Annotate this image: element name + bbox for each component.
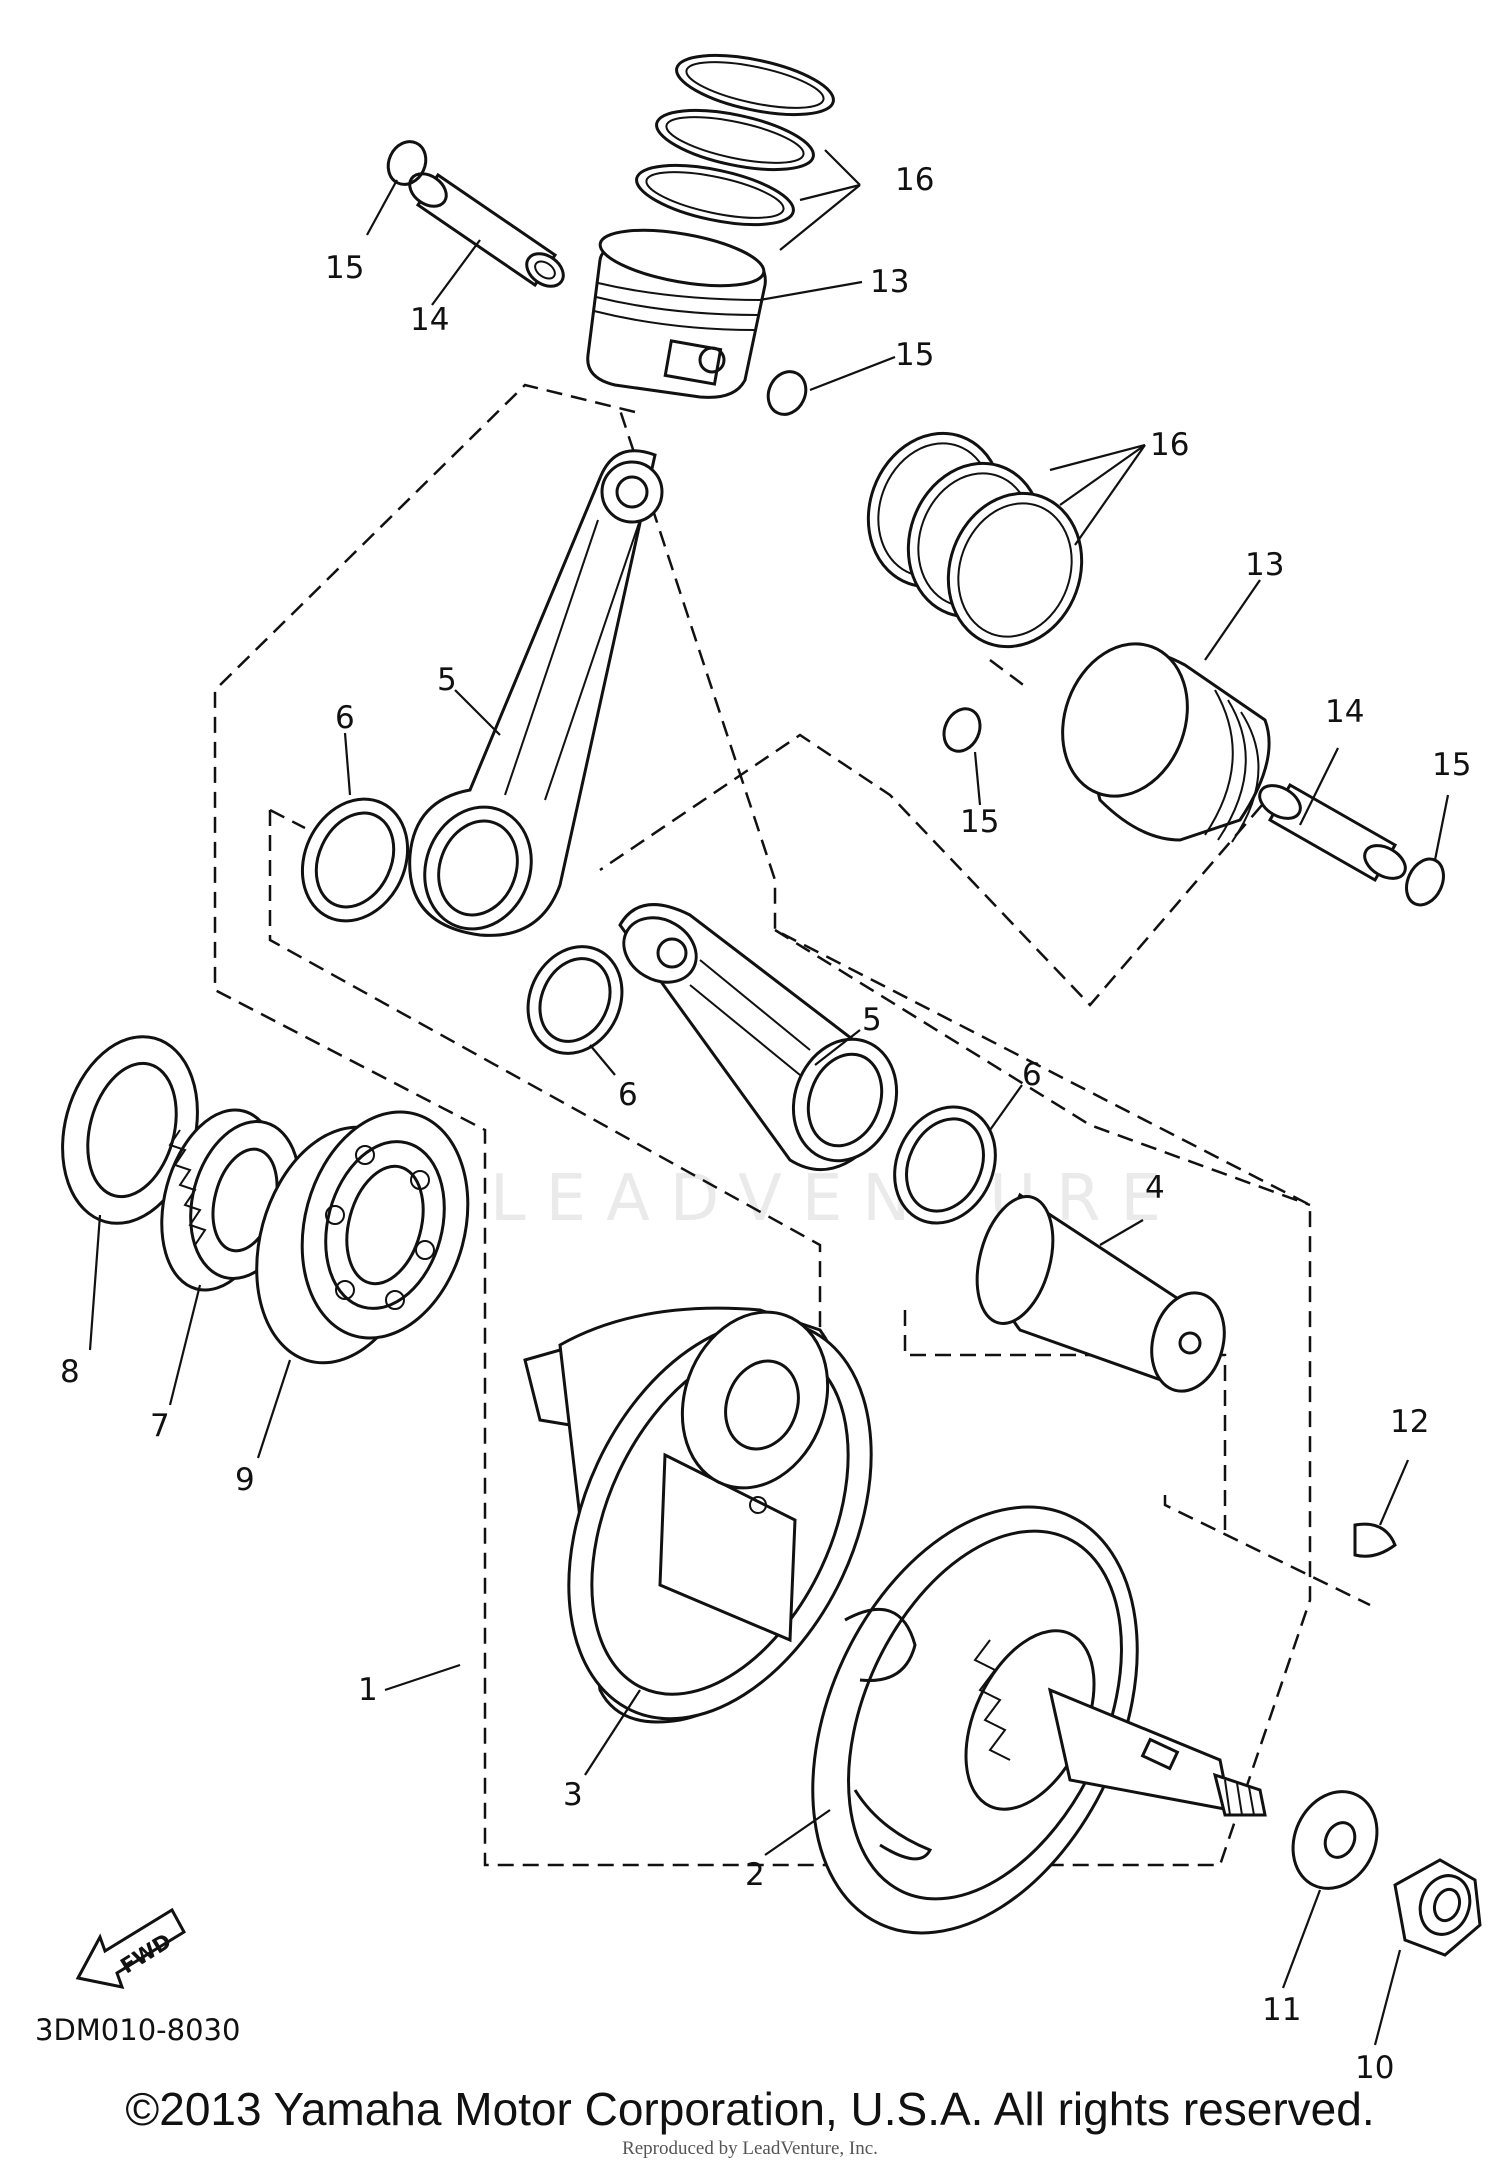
callout-1: 1 [358, 1672, 378, 1708]
callout-16: 16 [895, 162, 934, 198]
callout-3: 3 [563, 1777, 583, 1813]
callout-6: 6 [618, 1077, 638, 1113]
piston-pin-clip-right [942, 707, 1445, 907]
callout-6: 6 [335, 700, 355, 736]
connecting-rod-left [408, 449, 664, 937]
crankshaft-left-half [523, 1306, 873, 1724]
copyright-notice: ©2013 Yamaha Motor Corporation, U.S.A. A… [125, 2083, 1375, 2135]
piston-pin-right [1258, 782, 1407, 883]
callout-13: 13 [870, 264, 909, 300]
callout-7: 7 [150, 1408, 170, 1444]
drawing-code: 3DM010-8030 [35, 2013, 240, 2047]
piston-top [586, 228, 767, 399]
callout-14: 14 [410, 302, 449, 338]
leader-lines [88, 149, 1450, 2046]
callout-5: 5 [437, 662, 457, 698]
callout-2: 2 [745, 1857, 765, 1893]
callout-16: 16 [1150, 427, 1189, 463]
piston-right [1061, 642, 1271, 843]
big-end-bearing-left [300, 797, 624, 1055]
callout-14: 14 [1325, 694, 1364, 730]
callout-6: 6 [1022, 1057, 1042, 1093]
callout-13: 13 [1245, 547, 1284, 583]
callout-labels: 16 15 14 13 15 16 13 14 15 15 6 5 6 5 6 … [60, 162, 1471, 2086]
callout-11: 11 [1262, 1992, 1301, 2028]
forward-direction-arrow: FWD [75, 1907, 187, 1990]
washer [1291, 1790, 1379, 1890]
callout-8: 8 [60, 1354, 80, 1390]
reproduced-by-notice: Reproduced by LeadVenture, Inc. [622, 2138, 878, 2159]
callout-9: 9 [235, 1462, 255, 1498]
piston-ring-set-top [635, 53, 835, 227]
callout-5: 5 [862, 1002, 882, 1038]
callout-10: 10 [1355, 2050, 1394, 2086]
piston-pin-clip-top [386, 140, 808, 416]
callout-15: 15 [895, 337, 934, 373]
nut [1393, 1858, 1482, 1957]
watermark: LEADVENTURE [490, 1162, 1181, 1236]
crank-pin [975, 1192, 1226, 1393]
piston-pin-top [408, 172, 565, 288]
piston-ring-set-right [866, 431, 1084, 649]
woodruff-key [1353, 1522, 1397, 1558]
callout-15: 15 [960, 804, 999, 840]
callout-12: 12 [1390, 1404, 1429, 1440]
crankshaft-bearing [255, 1110, 470, 1365]
connecting-rod-right [618, 903, 899, 1172]
crankshaft-right-half [811, 1505, 1267, 1935]
big-end-bearing-right [893, 1105, 997, 1225]
callout-15: 15 [1432, 747, 1471, 783]
callout-4: 4 [1145, 1170, 1165, 1206]
callout-15: 15 [325, 250, 364, 286]
